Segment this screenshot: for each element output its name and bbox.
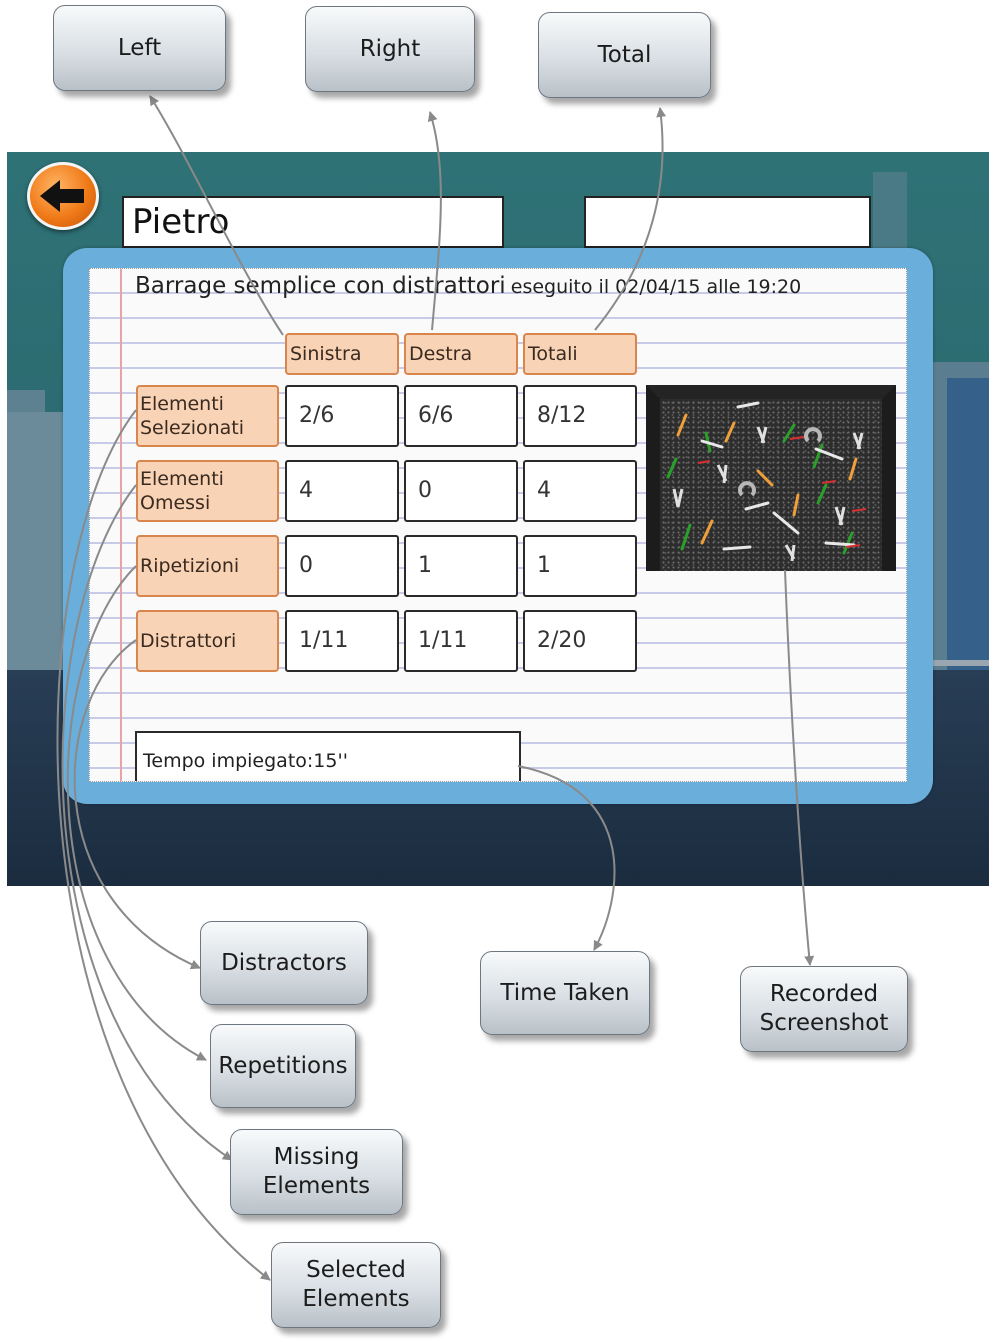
back-button[interactable] — [27, 162, 99, 230]
results-panel: Barrage semplice con distrattori eseguit… — [63, 248, 933, 804]
callout-recorded-screenshot: Recorded Screenshot — [740, 966, 908, 1052]
cell-selected-total: 8/12 — [523, 385, 637, 447]
row-label-missing: Elementi Omessi — [136, 460, 279, 522]
cell-selected-left: 2/6 — [285, 385, 399, 447]
wrench-icon — [700, 401, 856, 551]
row-label-distractors: Distrattori — [136, 610, 279, 672]
test-name: Barrage semplice con distrattori — [135, 273, 506, 299]
distractor-mark — [697, 436, 867, 548]
test-title: Barrage semplice con distrattori eseguit… — [135, 273, 801, 299]
row-label-selected: Elementi Selezionati — [136, 385, 279, 447]
secondary-field[interactable] — [584, 196, 871, 248]
skyline-building — [947, 378, 989, 670]
skyline-building — [7, 412, 67, 670]
column-header-destra: Destra — [404, 333, 518, 375]
arrow-left-icon — [40, 180, 84, 212]
horizon-line — [933, 660, 989, 666]
tools-scatter-image — [646, 385, 896, 571]
row-label-repetitions: Ripetizioni — [136, 535, 279, 597]
cell-repetitions-total: 1 — [523, 535, 637, 597]
paper-margin-line — [120, 269, 122, 781]
cell-distractors-total: 2/20 — [523, 610, 637, 672]
patient-name-field[interactable]: Pietro — [122, 196, 504, 248]
test-date: eseguito il 02/04/15 alle 19:20 — [510, 276, 802, 298]
horseshoe-magnet-icon — [738, 427, 822, 497]
column-header-totali: Totali — [523, 333, 637, 375]
app-screen: Pietro Barrage semplice con distrattori … — [7, 152, 989, 886]
cell-repetitions-right: 1 — [404, 535, 518, 597]
callout-missing-elements: Missing Elements — [230, 1129, 403, 1215]
callout-repetitions: Repetitions — [210, 1024, 356, 1108]
notebook-paper: Barrage semplice con distrattori eseguit… — [89, 268, 907, 782]
callout-selected-elements: Selected Elements — [271, 1242, 441, 1328]
cell-missing-right: 0 — [404, 460, 518, 522]
cell-repetitions-left: 0 — [285, 535, 399, 597]
column-header-sinistra: Sinistra — [285, 333, 399, 375]
cell-missing-total: 4 — [523, 460, 637, 522]
recorded-screenshot-thumbnail[interactable] — [646, 385, 896, 571]
callout-right: Right — [305, 6, 475, 92]
cell-selected-right: 6/6 — [404, 385, 518, 447]
callout-left: Left — [53, 5, 226, 91]
cell-distractors-left: 1/11 — [285, 610, 399, 672]
pliers-icon — [672, 426, 864, 562]
cell-missing-left: 4 — [285, 460, 399, 522]
time-taken-field: Tempo impiegato:15'' — [135, 731, 521, 781]
cell-distractors-right: 1/11 — [404, 610, 518, 672]
callout-time-taken: Time Taken — [480, 951, 650, 1035]
callout-total: Total — [538, 12, 711, 98]
callout-distractors: Distractors — [200, 921, 368, 1005]
